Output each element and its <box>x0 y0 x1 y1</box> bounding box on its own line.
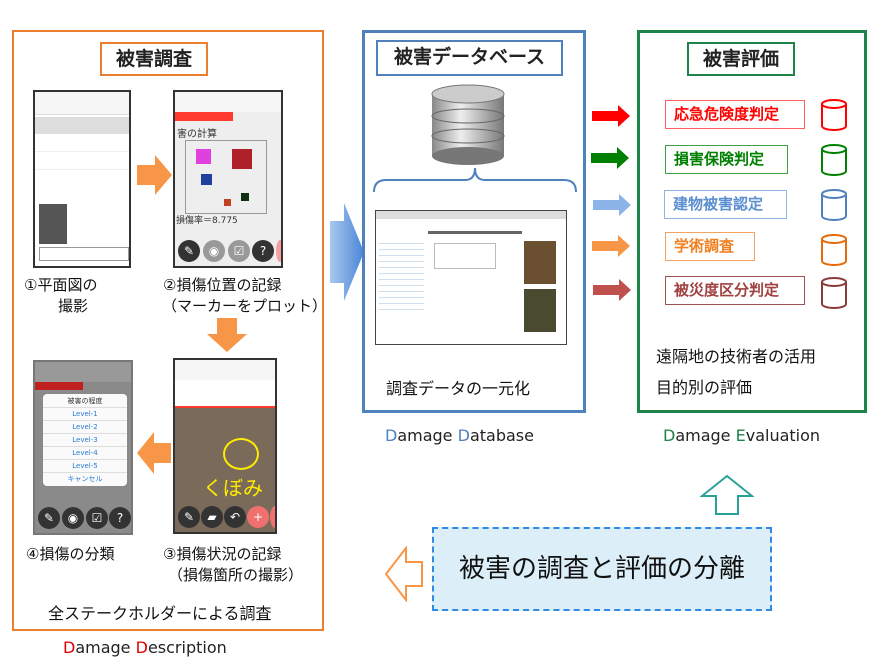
arrow-brown-icon <box>593 279 631 301</box>
eraser-icon: ▰ <box>201 506 223 528</box>
eval-note-remote-engineers: 遠隔地の技術者の活用 <box>656 347 817 366</box>
eval-item-insurance: 損害保険判定 <box>665 145 788 174</box>
phone-floorplan-screenshot <box>33 90 131 268</box>
arrow-left-icon <box>137 432 171 474</box>
pencil-icon: ✎ <box>178 240 200 262</box>
database-cylinder-green-icon <box>821 144 847 176</box>
database-cylinder-brown-icon <box>821 277 847 309</box>
trash-icon <box>270 506 275 528</box>
arrow-into-database-icon <box>330 203 364 301</box>
step2-label-line2: （マーカーをプロット） <box>162 297 328 315</box>
pencil-icon: ✎ <box>38 507 60 529</box>
menu-item-level-4[interactable]: Level-4 <box>43 447 127 460</box>
help-icon: ? <box>109 507 131 529</box>
menu-item-level-3[interactable]: Level-3 <box>43 434 127 447</box>
survey-panel <box>12 30 324 631</box>
clipboard-icon: ☑ <box>228 240 250 262</box>
database-app-screenshot <box>375 210 567 345</box>
phone-marker-screenshot: 害の計算 損傷率＝8.775 ✎ ◉ ☑ ? <box>173 90 283 268</box>
survey-footer: 全ステークホルダーによる調査 <box>48 604 272 623</box>
clipboard-icon: ☑ <box>86 507 108 529</box>
database-caption: 調査データの一元化 <box>386 379 531 398</box>
damage-level-menu: 被害の程度 Level-1 Level-2 Level-3 Level-4 Le… <box>43 394 127 486</box>
step3-label-line1: ③損傷状況の記録 <box>163 545 282 563</box>
separation-box: 被害の調査と評価の分離 <box>432 527 772 611</box>
menu-item-level-2[interactable]: Level-2 <box>43 421 127 434</box>
arrow-green-icon <box>591 147 629 169</box>
step1-label-line2: 撮影 <box>58 297 89 315</box>
eval-note-purpose: 目的別の評価 <box>656 378 753 397</box>
separation-label: 被害の調査と評価の分離 <box>458 554 745 584</box>
menu-item-cancel[interactable]: キャンセル <box>67 475 103 483</box>
arrow-left-outline-icon <box>384 546 423 602</box>
eval-item-damage-class: 被災度区分判定 <box>665 276 805 305</box>
camera-icon: ◉ <box>203 240 225 262</box>
damage-rate-text: 損傷率＝8.775 <box>176 216 238 226</box>
database-icon <box>431 84 505 165</box>
help-icon: ? <box>252 240 274 262</box>
database-cylinder-blue-icon <box>821 189 847 221</box>
scribble-text: くぼみ <box>203 476 263 500</box>
menu-item-level-1[interactable]: Level-1 <box>43 408 127 421</box>
database-cylinder-red-icon <box>821 99 847 131</box>
bracket-icon <box>373 167 577 193</box>
menu-title: 被害の程度 <box>43 394 127 408</box>
damage-database-label: Damage Database <box>385 426 534 445</box>
arrow-red-icon <box>592 105 630 127</box>
eval-item-academic: 学術調査 <box>665 232 755 261</box>
phone-classification-screenshot: 被害の程度 Level-1 Level-2 Level-3 Level-4 Le… <box>33 360 133 535</box>
pencil-icon: ✎ <box>178 506 200 528</box>
damage-evaluation-label: Damage Evaluation <box>663 426 821 445</box>
trash-icon <box>276 240 281 262</box>
step3-label-line2: （損傷箇所の撮影） <box>168 566 304 584</box>
database-title: 被害データベース <box>376 40 563 76</box>
step1-label-line1: ①平面図の <box>24 276 98 294</box>
evaluation-panel <box>637 30 867 413</box>
undo-icon: ↶ <box>224 506 246 528</box>
damage-calc-heading: 害の計算 <box>177 129 217 140</box>
arrow-down-icon <box>207 318 247 352</box>
camera-icon: ◉ <box>62 507 84 529</box>
add-icon: + <box>247 506 269 528</box>
arrow-orange-icon <box>592 235 630 257</box>
phone-photo-screenshot: くぼみ ✎ ▰ ↶ + <box>173 358 277 534</box>
damage-description-label: Damage Description <box>63 638 227 657</box>
menu-item-level-5[interactable]: Level-5 <box>43 460 127 473</box>
evaluation-title: 被害評価 <box>687 42 795 76</box>
database-panel <box>362 30 586 413</box>
step2-label-line1: ②損傷位置の記録 <box>163 276 282 294</box>
eval-item-emergency-risk: 応急危険度判定 <box>665 100 805 129</box>
step4-label: ④損傷の分類 <box>26 545 115 563</box>
eval-item-building-damage: 建物被害認定 <box>664 190 787 219</box>
arrow-up-outline-icon <box>700 474 754 515</box>
arrow-lightblue-icon <box>593 194 631 216</box>
database-cylinder-orange-icon <box>821 234 847 266</box>
arrow-right-icon <box>137 155 172 195</box>
survey-title: 被害調査 <box>100 42 208 76</box>
